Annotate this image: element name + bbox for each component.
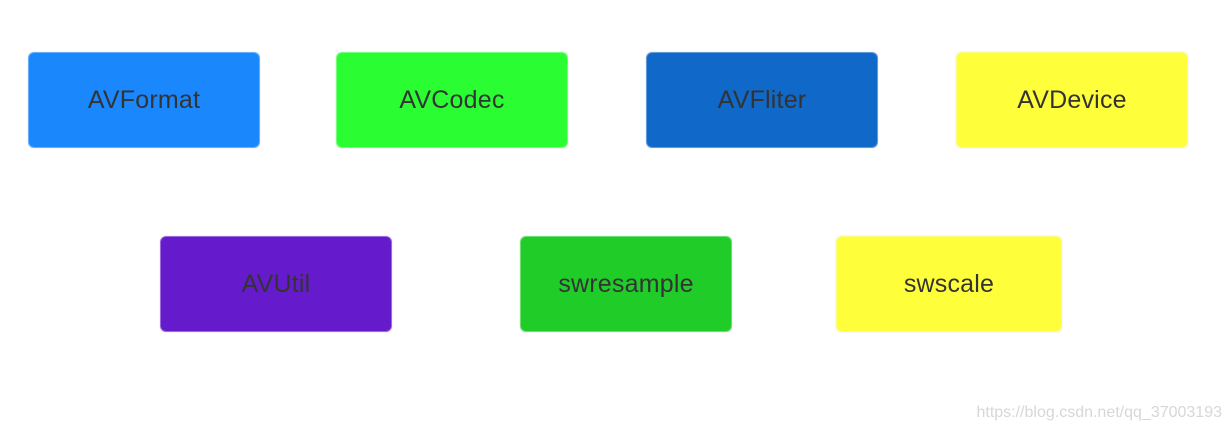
module-box-avformat: AVFormat: [28, 52, 260, 148]
module-box-avutil: AVUtil: [160, 236, 392, 332]
module-label: swresample: [558, 269, 694, 298]
module-box-swscale: swscale: [836, 236, 1062, 332]
watermark-text: https://blog.csdn.net/qq_37003193: [976, 404, 1222, 421]
module-box-swresample: swresample: [520, 236, 732, 332]
module-label: AVFliter: [717, 85, 807, 114]
module-label: swscale: [903, 269, 995, 298]
module-label: AVUtil: [241, 269, 311, 298]
module-label: AVDevice: [1017, 85, 1127, 114]
module-box-avfliter: AVFliter: [646, 52, 878, 148]
module-box-avdevice: AVDevice: [956, 52, 1188, 148]
module-label: AVCodec: [399, 85, 505, 114]
module-label: AVFormat: [87, 85, 201, 114]
module-box-avcodec: AVCodec: [336, 52, 568, 148]
